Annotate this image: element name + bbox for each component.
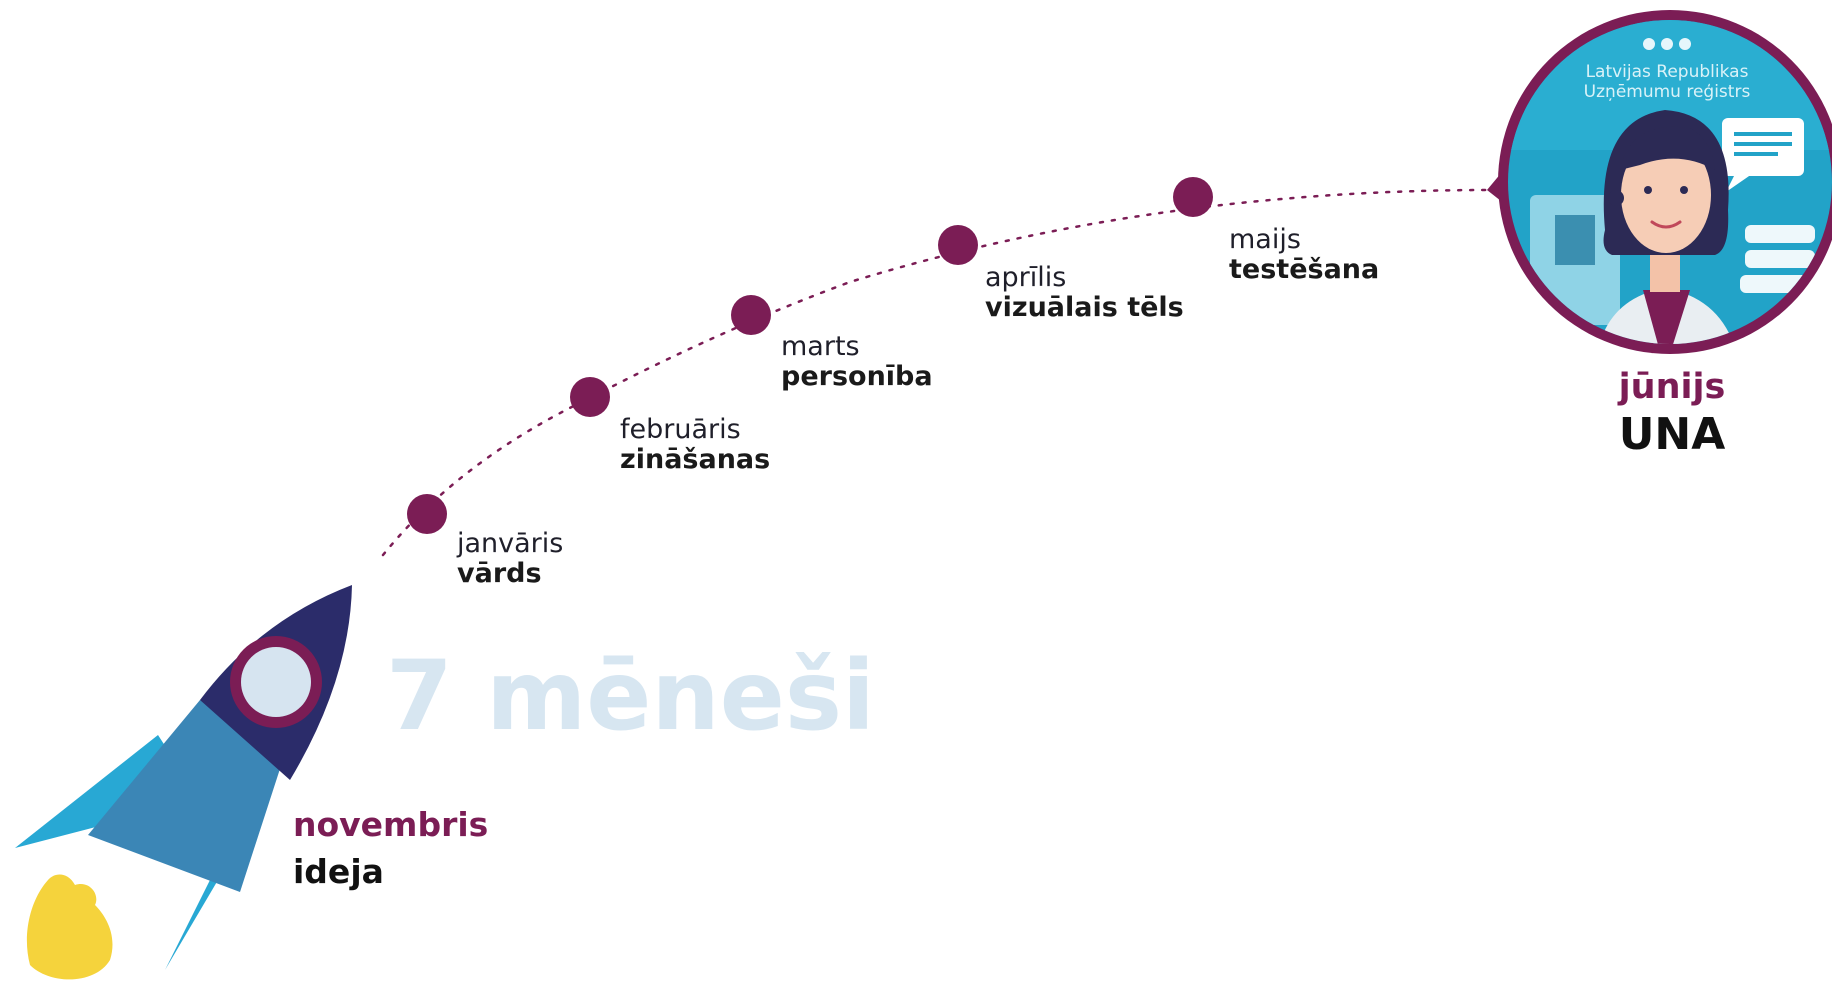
duration-label: 7 mēneši [386, 640, 875, 752]
milestone-dot-aprilis [938, 225, 978, 265]
milestone-stage: vizuālais tēls [985, 292, 1184, 323]
milestone-label-marts: marts personība [781, 333, 933, 390]
milestone-month: maijs [1229, 224, 1301, 255]
start-month: novembris [293, 805, 489, 844]
milestone-label-aprilis: aprīlis vizuālais tēls [985, 264, 1184, 321]
start-label: novembris ideja [293, 808, 488, 888]
milestone-label-maijs: maijs testēšana [1229, 226, 1379, 283]
start-stage: ideja [293, 852, 384, 891]
rocket-window [241, 647, 311, 717]
rocket-flame [26, 874, 113, 980]
milestone-label-februaris: februāris zināšanas [620, 416, 770, 473]
milestone-dot-marts [731, 295, 771, 335]
badge-line-1: Latvijas Republikas [1585, 62, 1749, 82]
milestone-dot-janvaris [407, 494, 447, 534]
avatar-badge-text: Latvijas Republikas Uzņēmumu reģistrs [1537, 62, 1797, 103]
end-month: jūnijs [1618, 367, 1726, 407]
end-stage: UNA [1618, 409, 1726, 460]
rocket-body [88, 700, 290, 892]
milestone-stage: testēšana [1229, 254, 1380, 285]
milestone-stage: personība [781, 361, 933, 392]
milestone-stage: zināšanas [620, 444, 771, 475]
milestone-month: marts [781, 331, 860, 362]
milestone-stage: vārds [457, 558, 542, 589]
milestone-dot-februaris [570, 377, 610, 417]
milestone-dot-maijs [1173, 177, 1213, 217]
rocket-icon [15, 585, 352, 980]
avatar-icon [1487, 10, 1832, 354]
milestone-month: februāris [620, 414, 741, 445]
milestone-month: janvāris [457, 528, 564, 559]
trajectory-path [381, 188, 1492, 557]
badge-line-2: Uzņēmumu reģistrs [1583, 82, 1751, 103]
end-label: jūnijs UNA [1572, 370, 1772, 457]
milestone-label-janvaris: janvāris vārds [457, 530, 563, 587]
milestone-month: aprīlis [985, 262, 1067, 293]
